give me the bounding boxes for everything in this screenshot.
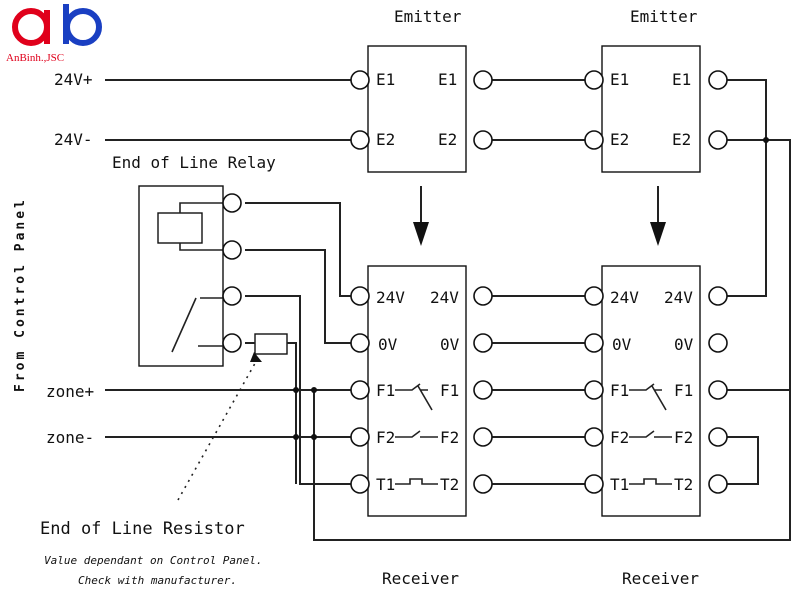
logo-company-name: AnBinh.,JSC [6,52,64,64]
terminal-icon [350,130,370,150]
receiver-2-24v-left: 24V [610,288,639,307]
logo-letter-a-bowl [12,8,50,46]
receiver-2-0v-left: 0V [612,335,632,354]
receiver-1-t1-left: T1 [376,475,395,494]
receiver-1-box [367,265,467,517]
relay-coil-leads [179,202,232,251]
arrow-down-icon [413,186,429,246]
emitter-1-e2-right: E2 [438,130,457,149]
resistor-icon [254,333,288,355]
emitter-2-e2-left: E2 [610,130,629,149]
receiver-1-title: Receiver [382,569,459,588]
receiver-2-t1-left: T1 [610,475,629,494]
label-zone-plus: zone+ [46,382,94,401]
terminal-icon [473,474,493,494]
receiver-1-24v-right: 24V [430,288,459,307]
receiver-2-0v-right: 0V [674,335,694,354]
terminal-icon [473,286,493,306]
receiver-2-f2-right: F2 [674,428,693,447]
arrow-down-icon [650,186,666,246]
receiver-1-f2-left: F2 [376,428,395,447]
relay-title: End of Line Relay [112,153,276,172]
relay-coil-icon [157,212,203,244]
receiver-2-f1-right: F1 [674,381,693,400]
terminal-icon [350,333,370,353]
resistor-pointer-line [177,357,259,501]
receiver-2-contacts [629,383,672,485]
terminal-icon [473,333,493,353]
wiring [105,79,791,541]
resistor-note-line-2: Check with manufacturer. [78,574,237,587]
terminal-icon [584,130,604,150]
receiver-1-f1-left: F1 [376,381,395,400]
emitter-2-e2-right: E2 [672,130,691,149]
terminal-icon [473,427,493,447]
resistor-pointer-arrow-icon [250,352,262,362]
emitter-2-box [601,45,701,173]
terminal-icon [584,286,604,306]
emitter-2-title: Emitter [630,7,698,26]
side-label-from-control-panel: From Control Panel [13,197,28,392]
terminal-icon [708,380,728,400]
emitter-1-e1-right: E1 [438,70,457,89]
terminal-icon [584,333,604,353]
receiver-2-box [601,265,701,517]
terminal-icon [222,193,242,213]
terminal-icon [708,333,728,353]
terminal-icon [584,474,604,494]
emitter-2-e1-right: E1 [672,70,691,89]
logo-letter-b-bowl [64,8,102,46]
receiver-1-0v-right: 0V [440,335,460,354]
terminal-icon [350,380,370,400]
label-zone-minus: zone- [46,428,94,447]
receiver-2-title: Receiver [622,569,699,588]
label-24v-plus: 24V+ [54,70,93,89]
receiver-2-24v-right: 24V [664,288,693,307]
receiver-1-contacts [395,383,438,485]
resistor-note-line-1: Value dependant on Control Panel. [44,554,263,567]
terminal-icon [350,286,370,306]
terminal-icon [222,240,242,260]
label-24v-minus: 24V- [54,130,93,149]
emitter-1-e2-left: E2 [376,130,395,149]
junction-dots [293,137,769,440]
terminal-icon [350,474,370,494]
terminal-icon [708,286,728,306]
terminal-icon [584,380,604,400]
resistor-title: End of Line Resistor [40,519,245,539]
receiver-2-f1-left: F1 [610,381,629,400]
receiver-1-24v-left: 24V [376,288,405,307]
terminal-icon [584,70,604,90]
receiver-1-f2-right: F2 [440,428,459,447]
receiver-1-f1-right: F1 [440,381,459,400]
terminal-icon [708,474,728,494]
terminal-icon [708,130,728,150]
terminals [222,70,728,494]
terminal-icon [473,130,493,150]
receiver-2-t2-right: T2 [674,475,693,494]
terminal-icon [350,70,370,90]
emitter-1-box [367,45,467,173]
terminal-icon [584,427,604,447]
terminal-icon [222,286,242,306]
emitter-1-title: Emitter [394,7,462,26]
company-logo: AnBinh.,JSC [6,4,102,64]
receiver-1-t2-right: T2 [440,475,459,494]
receiver-1-0v-left: 0V [378,335,398,354]
emitter-1-e1-left: E1 [376,70,395,89]
terminal-icon [473,380,493,400]
receiver-2-f2-left: F2 [610,428,629,447]
terminal-icon [708,70,728,90]
terminal-icon [473,70,493,90]
terminal-icon [708,427,728,447]
terminal-icon [350,427,370,447]
terminal-icon [222,333,242,353]
emitter-2-e1-left: E1 [610,70,629,89]
